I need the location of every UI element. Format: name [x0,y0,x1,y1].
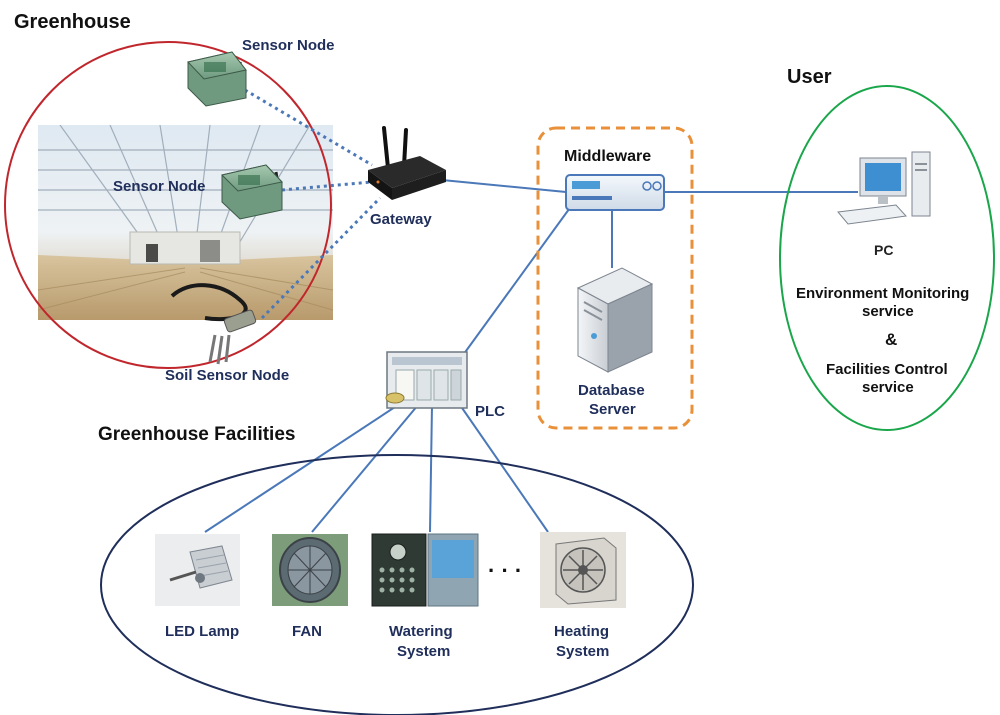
sensor-node-mid-label: Sensor Node [113,178,206,195]
service2-line1: Facilities Control [826,361,948,378]
pc-icon [837,151,931,225]
service2-line2: service [862,379,914,396]
wired-links [204,179,858,533]
middleware-group: Middleware Database Server [536,126,694,430]
gateway-label: Gateway [370,211,432,228]
soil-sensor-node-label: Soil Sensor Node [165,367,289,384]
gateway-router-icon [368,126,446,200]
greenhouse-title: Greenhouse [14,11,131,33]
heating-system-icon [540,532,626,608]
database-label-line2: Server [589,401,636,418]
plc-node: PLC [385,351,505,420]
fan-icon [272,534,348,606]
fan-label: FAN [292,623,322,640]
middleware-boundary [536,126,694,430]
sensor-node-top-label: Sensor Node [242,37,335,54]
user-title: User [787,66,832,88]
database-server-icon [576,267,654,373]
led-lamp-icon [155,534,240,606]
wireless-links [244,88,382,320]
middleware-label: Middleware [564,148,651,165]
link-plc-led-lamp [204,404,399,533]
sensor-node-mid-icon [221,164,283,220]
facilities-region: Greenhouse Facilities LED Lamp [98,424,694,715]
soil-sensor-node-icon [170,283,257,365]
link-plc-heating [459,404,549,533]
gateway-node: Gateway [368,126,446,228]
user-region: User PC Environment Monitoring service &… [779,66,995,431]
middleware-device-icon [565,174,665,211]
greenhouse-photo [38,125,333,320]
watering-label-line1: Watering [389,623,453,640]
wireless-link-mid-node [281,180,373,192]
wireless-link-soil-node [260,196,382,320]
watering-system-icon [371,533,479,607]
link-plc-fan [311,404,419,533]
watering-label-line2: System [397,643,450,660]
sensor-node-top-icon [187,51,247,107]
link-plc-watering [429,404,433,533]
user-boundary [779,85,995,431]
plc-label: PLC [475,403,505,420]
heating-label-line1: Heating [554,623,609,640]
service1-line2: service [862,303,914,320]
service1-line1: Environment Monitoring [796,285,969,302]
led-lamp-label: LED Lamp [165,623,239,640]
more-facilities-ellipsis: · · · [488,558,522,583]
link-middleware-plc [457,204,573,363]
greenhouse-region: Greenhouse Sensor Node Sensor Node Soil … [4,11,382,384]
link-gateway-middleware [441,179,567,193]
plc-controller-icon [385,351,468,409]
facilities-boundary [100,454,694,715]
heating-label-line2: System [556,643,609,660]
ampersand: & [885,330,897,349]
database-label-line1: Database [578,382,645,399]
facilities-title: Greenhouse Facilities [98,424,295,445]
pc-label: PC [874,242,893,258]
greenhouse-boundary [4,41,332,369]
